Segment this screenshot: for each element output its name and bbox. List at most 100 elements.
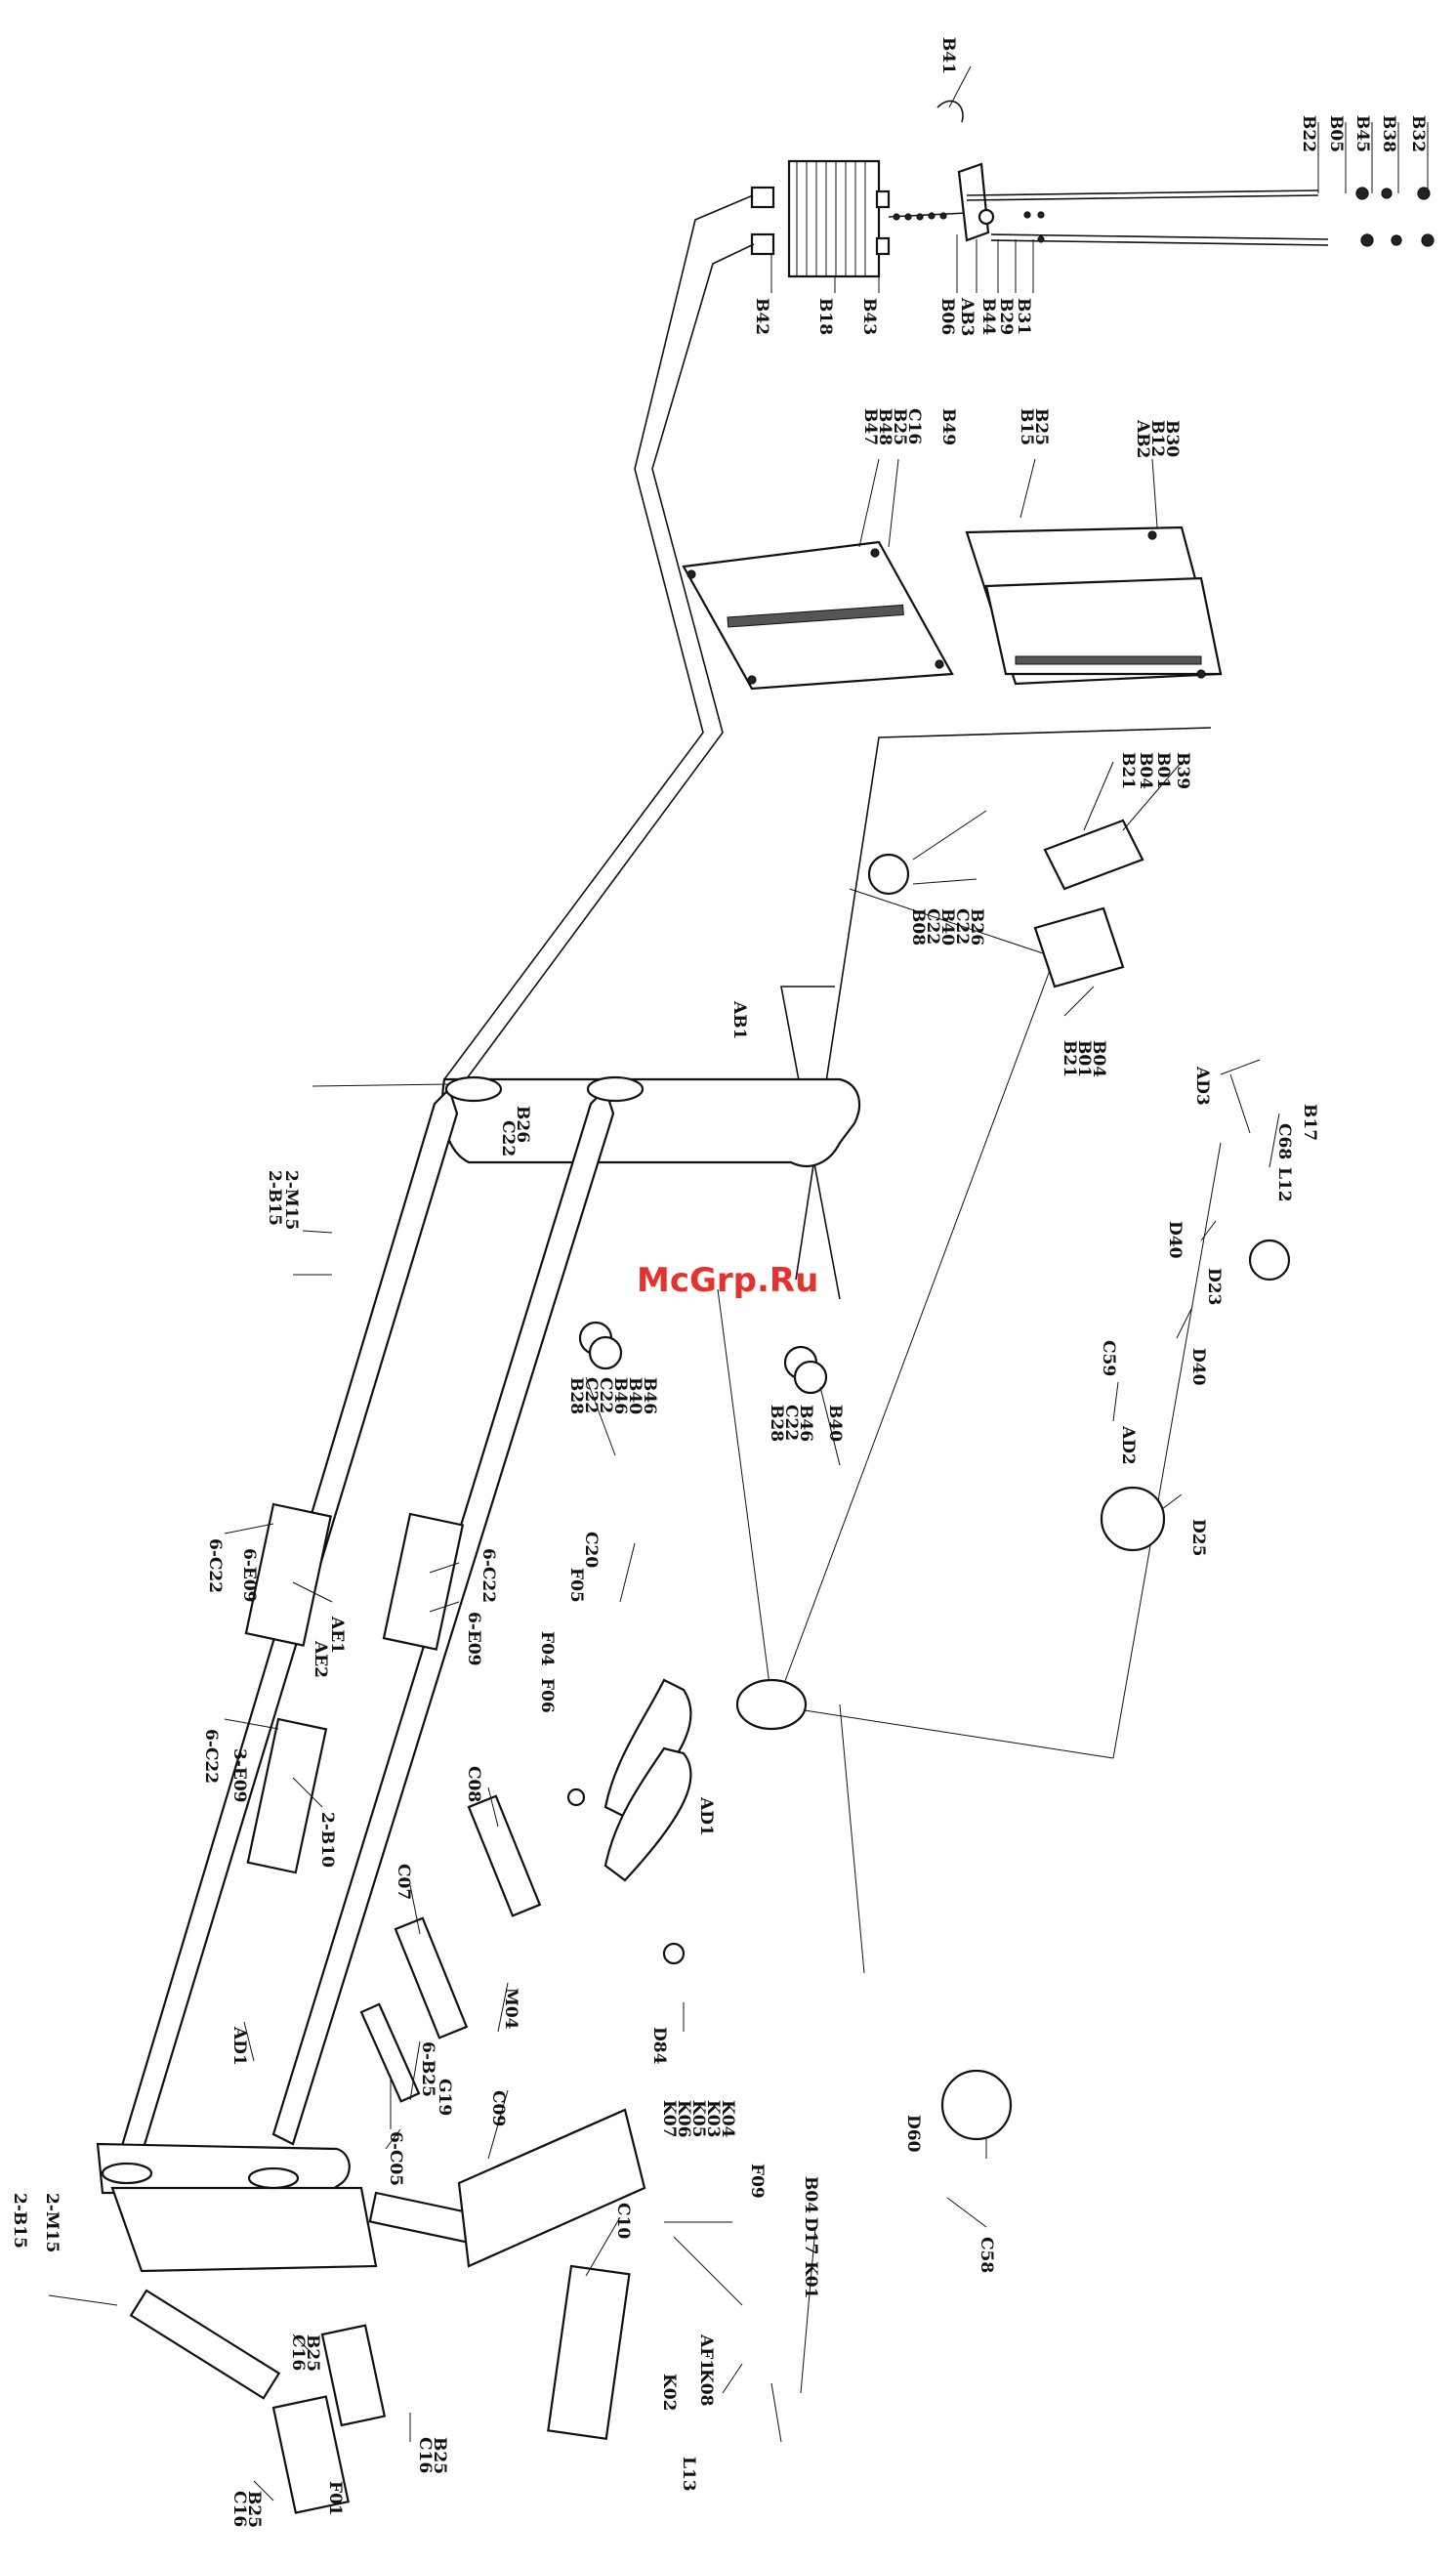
label-K02: K02 (659, 2374, 679, 2411)
leader-lines (48, 65, 1429, 2502)
label-B18: B18 (815, 298, 835, 335)
label-AD3: AD3 (1192, 1066, 1212, 1106)
label-B46c: B46 (640, 1377, 659, 1414)
label-B32: B32 (1408, 115, 1428, 152)
weight-stack (750, 100, 1435, 278)
label-D23: D23 (1204, 1268, 1224, 1305)
label-K08: K08 (696, 2369, 716, 2406)
label-M04: M04 (501, 1988, 520, 2030)
label-B01b: B01 (1074, 1040, 1094, 1077)
label-B43: B43 (859, 298, 879, 335)
label-B40b: B40 (625, 1377, 645, 1414)
label-D25: D25 (1188, 1519, 1208, 1556)
label-K05: K05 (688, 2100, 708, 2137)
watermark: McGrp.Ru (637, 1261, 818, 1300)
label-B31: B31 (1014, 298, 1033, 335)
label-C22c: C22 (498, 1120, 518, 1156)
label-D60: D60 (903, 2115, 923, 2153)
label-B45: B45 (1352, 115, 1372, 152)
label-C58: C58 (977, 2237, 996, 2273)
label-B01a: B01 (1153, 752, 1173, 789)
cable-routing (443, 194, 1261, 1974)
label-B15a: 2-B15 (265, 1170, 284, 1226)
label-AE2: AE2 (311, 1640, 330, 1678)
label-B47: B47 (860, 408, 880, 445)
label-B46b: B46 (796, 1405, 815, 1442)
label-AD1a: AD1 (696, 1796, 716, 1836)
label-B25c: 6-B25 (418, 2041, 437, 2097)
part-labels: B41 B22 B05 B45 B38 B32 B42 B18 B43 B06 … (10, 37, 1428, 2528)
label-D84: D84 (649, 2027, 669, 2065)
label-B40c: B40 (825, 1405, 845, 1442)
label-M15b: 2-M15 (42, 2193, 62, 2252)
label-AE1: AE1 (327, 1616, 347, 1654)
label-D40b: D40 (1188, 1348, 1208, 1386)
label-AB1: AB1 (729, 1000, 749, 1039)
label-E09a: 6-E09 (239, 1548, 259, 1603)
label-B39: B39 (1173, 752, 1192, 789)
label-F06: F06 (537, 1678, 557, 1713)
label-B04c: B04 (801, 2176, 820, 2213)
label-K07: K07 (659, 2100, 679, 2137)
label-C20: C20 (581, 1532, 601, 1568)
label-B04b: B04 (1089, 1040, 1108, 1077)
label-B06: B06 (937, 298, 957, 335)
shroud-panels (682, 526, 1223, 691)
label-B44: B44 (978, 298, 998, 335)
label-K04: K04 (718, 2100, 737, 2138)
label-C22i: 6-C22 (201, 1729, 221, 1784)
label-E09b: 6-E09 (464, 1612, 483, 1666)
label-B29: B29 (996, 298, 1016, 335)
label-F09: F09 (747, 2164, 767, 2199)
label-B25a: B25 (890, 408, 909, 445)
label-B25b: B25 (1031, 408, 1051, 445)
label-B26a: B26 (967, 908, 986, 946)
label-B49: B49 (938, 408, 958, 445)
label-AD1b: AD1 (229, 2026, 249, 2066)
label-B04a: B04 (1136, 752, 1155, 789)
label-B05: B05 (1326, 115, 1346, 152)
label-F01: F01 (325, 2481, 345, 2516)
label-B21b: B21 (1060, 1040, 1079, 1077)
label-C22h: 6-C22 (478, 1548, 498, 1603)
label-B22: B22 (1299, 115, 1318, 152)
label-B25f: B25 (244, 2491, 264, 2528)
label-AF1: AF1 (696, 2334, 716, 2371)
label-B25d: B25 (303, 2334, 322, 2372)
label-C16d: C16 (229, 2491, 249, 2527)
label-AB3: AB3 (957, 297, 977, 336)
label-C07: C07 (394, 1864, 413, 1900)
label-B30: B30 (1162, 420, 1182, 457)
label-C16a: C16 (904, 408, 924, 444)
label-D40a: D40 (1165, 1221, 1185, 1259)
label-C22g: 6-C22 (205, 1538, 225, 1593)
label-B28a: B28 (566, 1377, 586, 1414)
label-L12: L12 (1274, 1167, 1294, 1202)
label-B10: 2-B10 (317, 1812, 337, 1868)
label-C22f: C22 (781, 1405, 801, 1441)
label-M15a: 2-M15 (281, 1170, 301, 1230)
label-K06: K06 (674, 2100, 693, 2137)
label-B21a: B21 (1118, 752, 1138, 789)
label-D17: D17 (801, 2217, 820, 2254)
label-C22a: C22 (952, 908, 972, 945)
label-C16b: C16 (288, 2334, 308, 2371)
label-B38: B38 (1379, 115, 1398, 152)
label-K03: K03 (703, 2100, 723, 2137)
label-G19: G19 (435, 2079, 454, 2116)
label-F05: F05 (566, 1568, 586, 1603)
label-B15b: 2-B15 (10, 2193, 29, 2249)
label-C22b: C22 (923, 908, 942, 945)
label-E09c: 3-E09 (229, 1748, 249, 1803)
label-B15: B15 (1017, 408, 1036, 445)
label-B28b: B28 (767, 1405, 786, 1442)
label-C68: C68 (1274, 1123, 1294, 1159)
label-B17: B17 (1300, 1104, 1319, 1141)
label-K01: K01 (801, 2261, 820, 2298)
label-B40a: B40 (937, 908, 957, 946)
label-C09: C09 (488, 2090, 508, 2126)
label-B42: B42 (752, 298, 771, 335)
label-C22d: C22 (581, 1377, 601, 1413)
label-B25e: B25 (430, 2437, 449, 2474)
